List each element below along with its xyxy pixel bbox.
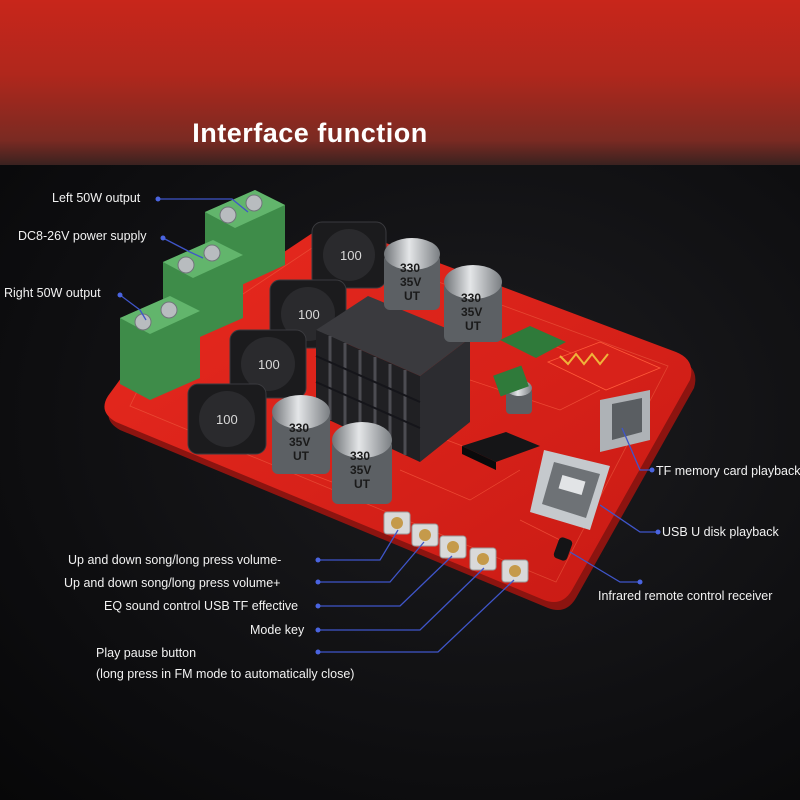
capacitor-top-1: 330 35V UT — [384, 238, 440, 310]
capacitor-value: 330 — [289, 421, 309, 435]
inductors: 100 100 100 100 — [187, 221, 387, 455]
label-ir-receiver: Infrared remote control receiver — [598, 589, 773, 603]
usb-port — [530, 450, 610, 530]
capacitor-value: 330 — [461, 291, 481, 305]
capacitors: 330 35V UT 330 35V UT 330 35V UT 330 35V… — [272, 238, 532, 504]
capacitor-brand: UT — [404, 289, 421, 303]
inductor-label: 100 — [216, 412, 238, 427]
ic-chip — [462, 432, 540, 470]
label-song-volume-plus: Up and down song/long press volume+ — [64, 576, 281, 590]
leader-dots — [117, 196, 661, 655]
inductor-1: 100 — [311, 221, 387, 289]
bluetooth-module — [493, 326, 662, 397]
capacitor-brand: UT — [354, 477, 371, 491]
label-power-supply: DC8-26V power supply — [18, 229, 147, 243]
capacitor-top-2: 330 35V UT — [444, 265, 502, 342]
capacitor-voltage: 35V — [350, 463, 371, 477]
label-song-volume-minus: Up and down song/long press volume- — [68, 553, 282, 567]
label-eq-control: EQ sound control USB TF effective — [104, 599, 299, 613]
button-5 — [501, 559, 529, 583]
capacitor-voltage: 35V — [289, 435, 310, 449]
button-2 — [411, 523, 439, 547]
tf-card-slot — [600, 390, 650, 452]
capacitor-brand: UT — [293, 449, 310, 463]
label-mode-key: Mode key — [250, 623, 305, 637]
leader-lines — [119, 198, 658, 653]
label-tf-card: TF memory card playback — [656, 464, 800, 478]
label-play-pause-note: (long press in FM mode to automatically … — [96, 667, 355, 681]
label-left-output: Left 50W output — [52, 191, 141, 205]
right-output-terminal — [120, 296, 200, 400]
button-4 — [469, 547, 497, 571]
capacitor-bottom-2: 330 35V UT — [332, 422, 392, 504]
capacitor-voltage: 35V — [400, 275, 421, 289]
inductor-label: 100 — [258, 357, 280, 372]
capacitor-bottom-1: 330 35V UT — [272, 395, 330, 474]
header-banner: Interface function — [0, 0, 800, 165]
capacitor-brand: UT — [465, 319, 482, 333]
capacitor-value: 330 — [400, 261, 420, 275]
button-1 — [383, 511, 411, 535]
button-3 — [439, 535, 467, 559]
inductor-4: 100 — [187, 383, 267, 455]
capacitor-value: 330 — [350, 449, 370, 463]
heatsink — [315, 296, 470, 462]
inductor-label: 100 — [340, 248, 362, 263]
ir-receiver — [553, 537, 573, 561]
inductor-label: 100 — [298, 307, 320, 322]
page-title: Interface function — [192, 118, 428, 148]
capacitor-voltage: 35V — [461, 305, 482, 319]
label-right-output: Right 50W output — [4, 286, 101, 300]
screw-terminals — [120, 190, 285, 400]
inductor-3: 100 — [229, 329, 307, 399]
label-usb-disk: USB U disk playback — [662, 525, 779, 539]
tactile-buttons — [383, 511, 529, 583]
label-play-pause: Play pause button — [96, 646, 197, 660]
